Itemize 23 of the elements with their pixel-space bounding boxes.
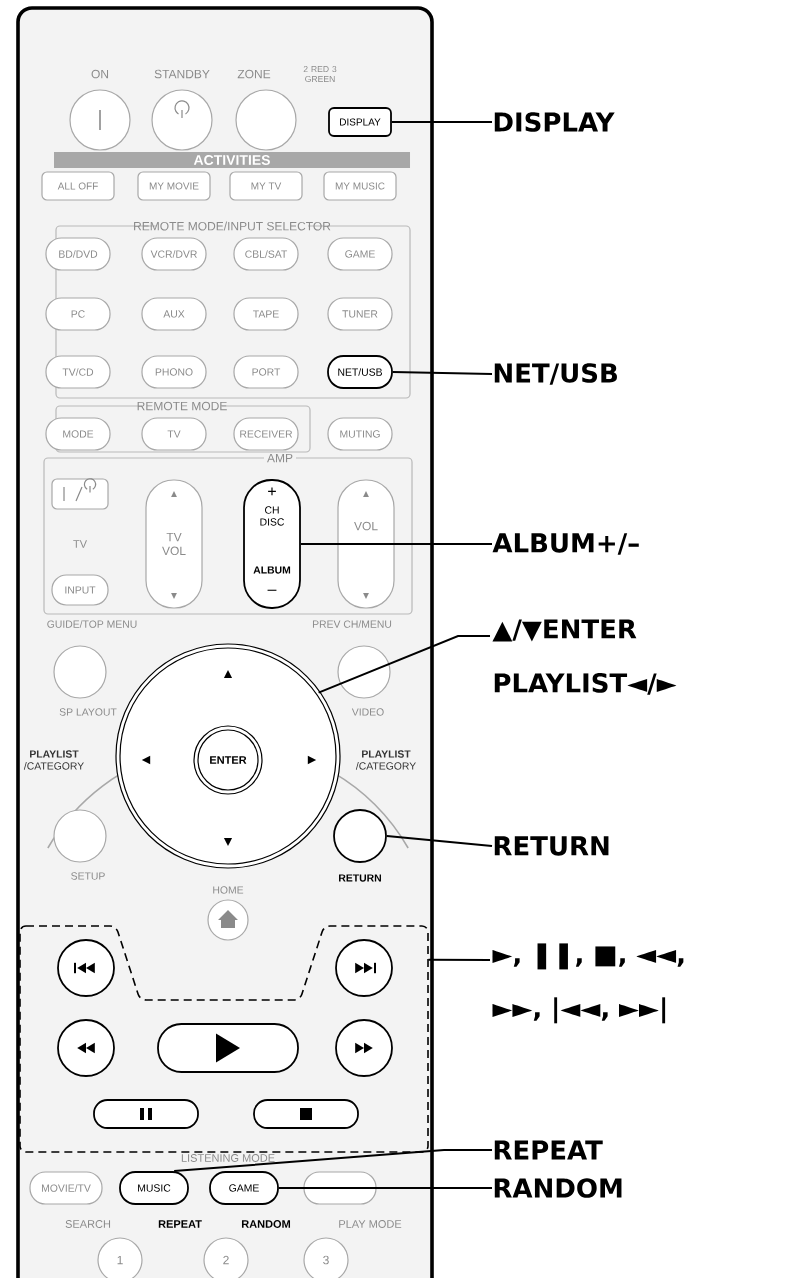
callout-label: RETURN	[494, 836, 609, 856]
remote-button	[93, 1099, 199, 1129]
leader-line	[299, 543, 493, 545]
callout-label: RANDOM	[494, 1178, 622, 1198]
remote-button	[335, 1019, 393, 1077]
remote-button	[57, 939, 115, 997]
callout-label: NET/USB	[494, 363, 617, 385]
callout-label: ►, ❚❚, ■, ◄◄, ►►, |◄◄, ►►|	[492, 943, 684, 1024]
leader-line	[391, 371, 493, 375]
leader-line	[427, 958, 491, 961]
leader-line	[390, 121, 493, 123]
remote-button	[51, 478, 109, 510]
remote-button	[253, 1099, 359, 1129]
callout-label: DISPLAY	[494, 112, 615, 132]
callout-label: REPEAT	[494, 1140, 603, 1160]
remote-button	[335, 939, 393, 997]
leader-line	[385, 835, 493, 847]
leader-line	[277, 1187, 493, 1189]
callout-label: ALBUM+/–	[492, 533, 639, 555]
remote-button	[157, 1023, 299, 1073]
callout-label: ▲/▼ENTER PLAYLIST◄/►	[492, 619, 677, 695]
remote-button	[57, 1019, 115, 1077]
leader-line	[173, 1149, 493, 1173]
